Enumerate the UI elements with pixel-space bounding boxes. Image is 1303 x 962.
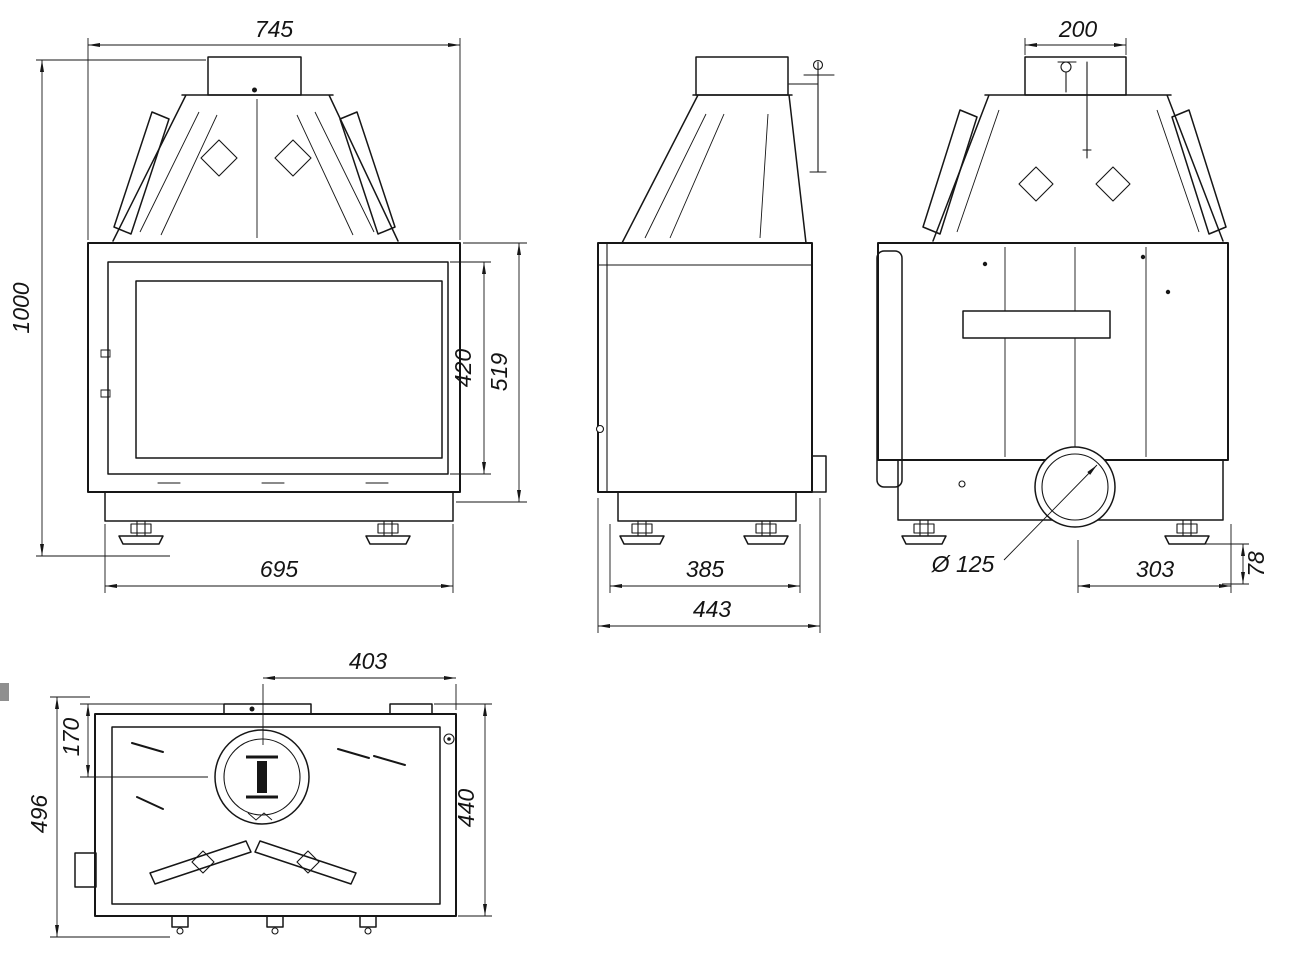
front-left-leg	[118, 520, 164, 545]
back-drain-hole-icon	[958, 480, 966, 488]
front-view: 745 1000 420 519 695	[8, 16, 527, 593]
side-front-leg	[619, 520, 665, 545]
top-flange-bolt-icon	[249, 706, 255, 712]
front-hood-diamond-vents	[200, 139, 312, 177]
dim-label-back-collar-width: 200	[1058, 16, 1098, 42]
edge-artifact	[0, 683, 9, 701]
back-body-panel	[877, 242, 1229, 461]
side-base	[617, 491, 797, 522]
dim-label-front-firebox-height: 519	[486, 353, 512, 392]
dim-label-back-flue-diameter: Ø 125	[931, 551, 995, 577]
dim-label-front-overall-height: 1000	[8, 282, 34, 333]
top-pivot-mark-icon	[443, 733, 455, 745]
top-side-handle	[74, 852, 97, 888]
back-screw-icon	[982, 261, 988, 267]
front-collar-bolt-icon	[252, 87, 257, 93]
top-rear-tab	[389, 703, 433, 715]
back-view: 200 Ø 125 303 78	[876, 16, 1269, 593]
back-screw-icon	[1140, 254, 1146, 260]
front-dimensions: 745 1000 420 519 695	[8, 16, 527, 593]
front-door-frame	[107, 261, 449, 475]
back-bracket	[962, 310, 1111, 339]
back-screw-icon	[1165, 289, 1171, 295]
side-back-lip	[811, 455, 827, 493]
dim-label-top-body-depth: 440	[453, 789, 479, 828]
top-inner-wall	[111, 726, 441, 905]
back-flue-collar	[1024, 56, 1127, 96]
front-right-leg	[365, 520, 411, 545]
side-dimensions: 385 443	[597, 498, 821, 633]
top-view: 403 170 496 440	[0, 648, 492, 938]
back-panel-seams	[1004, 247, 1147, 457]
front-base	[104, 491, 454, 522]
dim-label-top-flue-to-side: 403	[349, 648, 388, 674]
side-rear-leg	[743, 520, 789, 545]
side-hood-outline	[621, 94, 807, 244]
back-hood-seams	[956, 109, 1200, 233]
front-side-fins	[113, 111, 396, 235]
side-damper-rod	[788, 59, 835, 173]
front-hood-outline	[112, 94, 399, 242]
top-deflector-plates	[149, 840, 357, 885]
dim-label-front-glass-height: 420	[450, 349, 476, 388]
back-hood-diamond-vents	[1018, 166, 1131, 202]
top-leg-tabs	[171, 915, 377, 935]
dim-label-back-flue-offset: 303	[1136, 556, 1175, 582]
top-pivot-center-icon	[447, 737, 451, 741]
back-dimensions: 200 Ø 125 303 78	[931, 16, 1269, 593]
back-right-leg	[1164, 519, 1210, 545]
back-flue-outlet-inner	[1041, 453, 1109, 521]
front-hinges	[100, 349, 111, 398]
top-vent-slots	[131, 742, 406, 810]
back-damper-latch	[1057, 61, 1092, 159]
side-hood-seams	[644, 113, 769, 239]
front-hood-seams	[139, 99, 375, 238]
top-dimensions: 403 170 496 440	[26, 648, 492, 938]
front-extension-lines	[36, 38, 527, 593]
dim-label-front-base-width: 695	[260, 556, 299, 582]
side-flue-collar	[695, 56, 789, 96]
back-flue-leader-line	[1003, 464, 1098, 561]
top-extension-lines	[50, 684, 492, 938]
top-weld-marks	[247, 812, 273, 821]
dim-label-front-overall-width: 745	[255, 16, 294, 42]
dim-label-top-flue-to-front: 170	[58, 718, 84, 757]
top-damper-handle	[246, 755, 278, 799]
side-view: 385 443	[595, 56, 835, 633]
dim-label-side-overall-depth: 443	[693, 596, 732, 622]
back-side-fins	[922, 109, 1227, 235]
front-body-frame	[87, 242, 461, 493]
side-door-latch-icon	[595, 424, 605, 434]
top-collar-flange	[223, 703, 312, 715]
front-door-glass	[135, 280, 443, 459]
side-extension-lines	[597, 498, 821, 633]
dim-label-back-base-height: 78	[1243, 551, 1269, 577]
dim-label-side-body-depth: 385	[686, 556, 725, 582]
side-body	[597, 242, 813, 493]
top-deflector-diamond-vents	[191, 850, 320, 874]
back-left-leg	[901, 519, 947, 545]
back-side-shield	[876, 250, 903, 488]
dim-label-top-overall-depth: 496	[26, 795, 52, 834]
